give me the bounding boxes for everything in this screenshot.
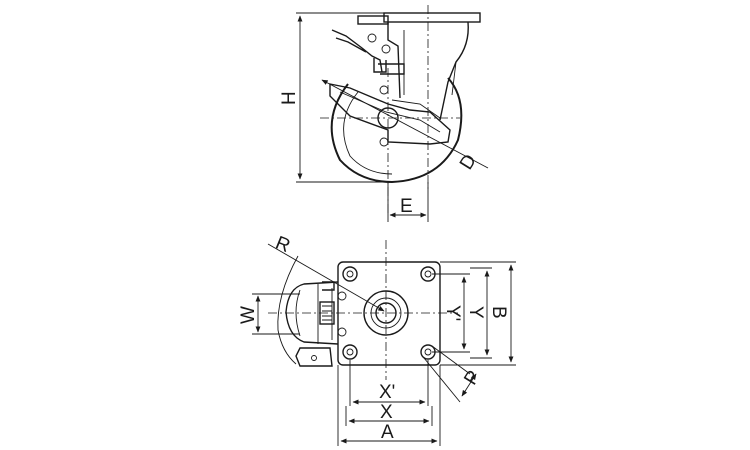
lock-pin-b — [379, 137, 389, 147]
dim-y-label: Y — [465, 306, 486, 319]
dim-r-label: R — [272, 232, 293, 257]
mount-plate — [337, 261, 441, 366]
dim-b-label: B — [488, 306, 509, 319]
wheel-tire-inner — [343, 91, 393, 175]
dim-p-line — [461, 373, 477, 397]
brake-pedal-foot — [295, 347, 333, 367]
dim-e-label: E — [400, 196, 413, 217]
bottom-view: R W Y' Y B X' X A — [238, 232, 516, 446]
brake-pedal-top — [322, 281, 335, 291]
brake-pivot-2 — [381, 44, 391, 54]
brake-pad-lines — [322, 305, 332, 321]
stud-lower — [337, 327, 347, 337]
fork-inner — [403, 30, 457, 96]
brake-housing-inner — [295, 284, 333, 344]
dim-x-inner-label: X' — [379, 382, 395, 403]
dim-w-label: W — [238, 306, 259, 324]
brake-link — [373, 58, 405, 75]
swivel-radius-arc — [277, 255, 299, 365]
stud-upper — [337, 291, 347, 301]
dim-a-label: A — [381, 422, 394, 443]
brake-pedal-dot — [311, 355, 317, 361]
brake-pivot — [367, 33, 377, 43]
dim-d-label: D — [456, 151, 481, 174]
fork-body — [387, 21, 469, 121]
dim-p-label: P — [460, 367, 485, 389]
side-view: H D E — [279, 5, 489, 222]
bolt-hole-bottom-left — [342, 344, 358, 360]
top-plate — [383, 12, 481, 23]
lock-pin-a — [379, 85, 389, 95]
brake-housing — [285, 281, 339, 345]
dim-r-line — [267, 243, 385, 312]
dim-d-line — [321, 79, 489, 169]
brake-lever-arm — [331, 29, 383, 73]
dim-x-label: X — [380, 402, 393, 423]
brake-pedal-top — [357, 15, 389, 25]
dim-h-label: H — [279, 91, 300, 105]
bolt-hole-top-left — [342, 266, 358, 282]
dim-y-inner-label: Y' — [442, 305, 463, 321]
wheel-tire — [330, 77, 463, 184]
brake-shoe — [329, 83, 451, 145]
